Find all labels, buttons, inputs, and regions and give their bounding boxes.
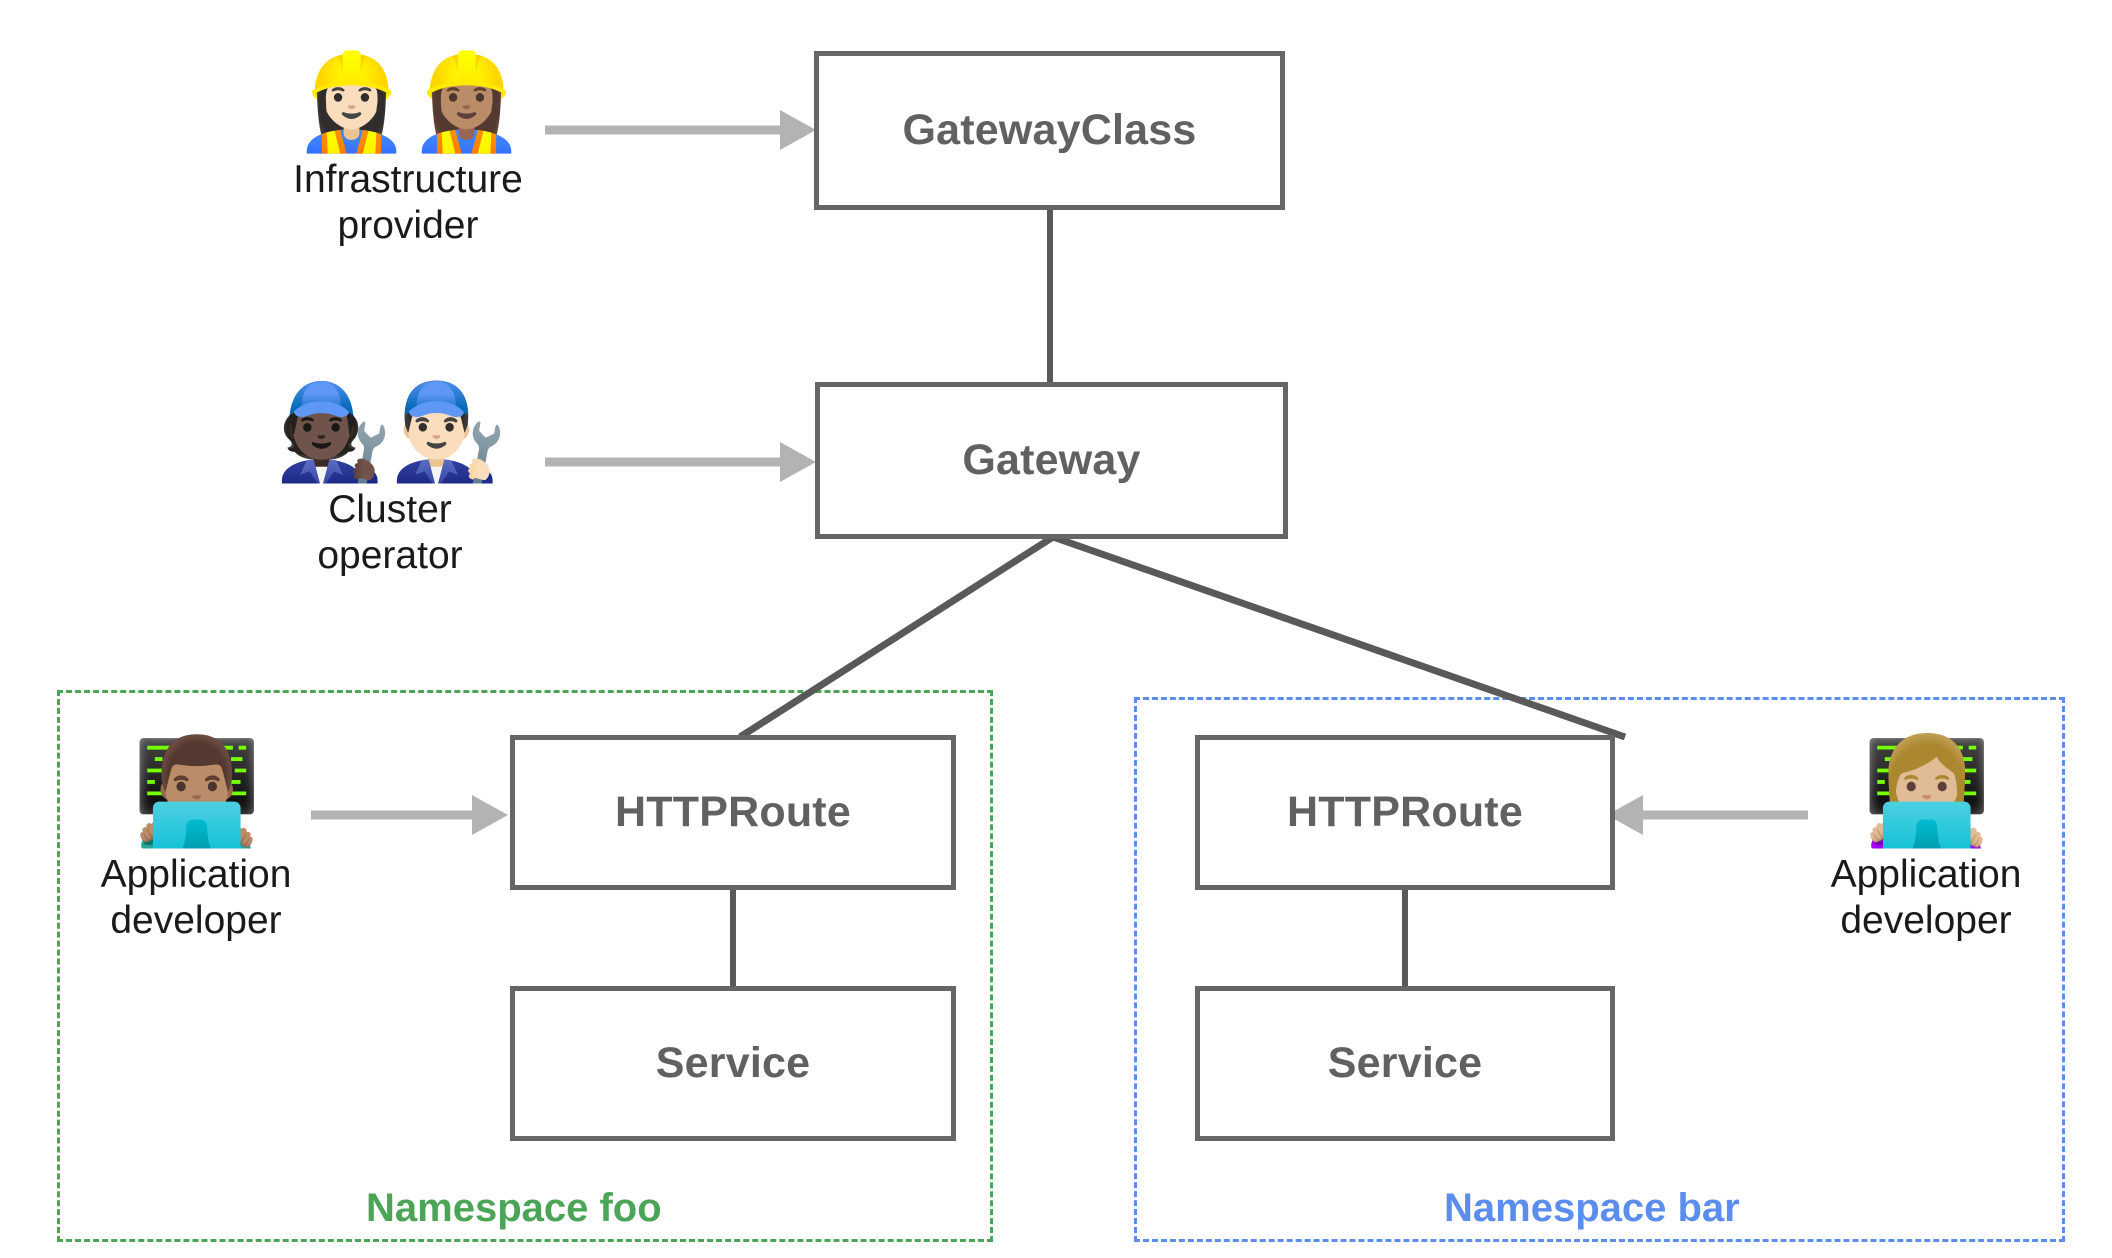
node-httproute-bar-label: HTTPRoute bbox=[1287, 788, 1523, 836]
node-gatewayclass-label: GatewayClass bbox=[902, 106, 1197, 154]
node-service-bar-label: Service bbox=[1327, 1039, 1483, 1087]
persona-infrastructure-provider-label: Infrastructure provider bbox=[293, 158, 523, 248]
node-gateway[interactable]: Gateway bbox=[815, 382, 1288, 539]
node-service-foo-label: Service bbox=[655, 1039, 811, 1087]
node-service-bar[interactable]: Service bbox=[1195, 986, 1615, 1141]
persona-cluster-operator: 🧑🏿‍🔧👨🏻‍🔧 Cluster operator bbox=[250, 385, 530, 579]
persona-app-developer-foo: 👨🏽‍💻 Application developer bbox=[82, 740, 310, 944]
node-httproute-foo-label: HTTPRoute bbox=[615, 788, 851, 836]
node-httproute-foo[interactable]: HTTPRoute bbox=[510, 735, 956, 890]
arrow-operator-to-gateway bbox=[545, 442, 816, 482]
node-service-foo[interactable]: Service bbox=[510, 986, 956, 1141]
persona-app-developer-bar: 👩🏼‍💻 Application developer bbox=[1812, 740, 2040, 944]
node-gatewayclass[interactable]: GatewayClass bbox=[814, 51, 1285, 210]
node-httproute-bar[interactable]: HTTPRoute bbox=[1195, 735, 1615, 890]
node-gateway-label: Gateway bbox=[962, 436, 1141, 484]
mechanic-icon: 🧑🏿‍🔧👨🏻‍🔧 bbox=[274, 379, 507, 484]
persona-infrastructure-provider: 👷🏻‍♀️👷🏽‍♀️ Infrastructure provider bbox=[268, 55, 548, 249]
namespace-region-foo bbox=[57, 690, 993, 1242]
technologist-icon: 👩🏼‍💻 bbox=[1862, 734, 1991, 850]
arrow-infra-to-gatewayclass bbox=[545, 110, 816, 150]
construction-worker-icon: 👷🏻‍♀️👷🏽‍♀️ bbox=[292, 49, 525, 154]
technologist-icon: 👨🏽‍💻 bbox=[132, 734, 261, 850]
persona-app-developer-bar-label: Application developer bbox=[1830, 853, 2022, 943]
namespace-label-foo: Namespace foo bbox=[366, 1186, 662, 1230]
persona-cluster-operator-label: Cluster operator bbox=[317, 488, 463, 578]
namespace-label-bar: Namespace bar bbox=[1444, 1186, 1740, 1230]
persona-app-developer-foo-label: Application developer bbox=[100, 853, 292, 943]
